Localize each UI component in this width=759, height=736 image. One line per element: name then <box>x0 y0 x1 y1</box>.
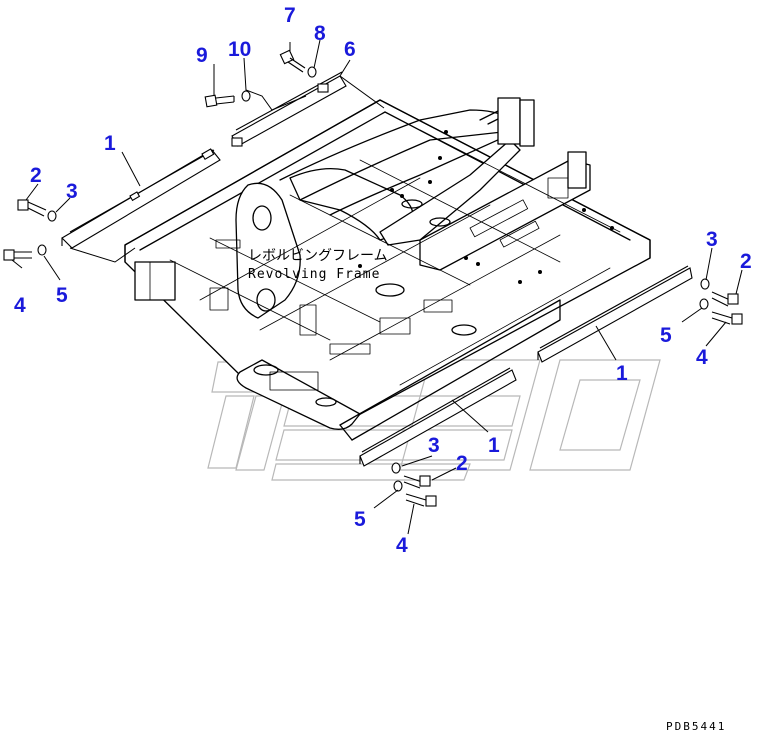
cover-part-6 <box>231 71 347 147</box>
callout-4-left: 4 <box>14 294 26 317</box>
callout-2-right: 2 <box>740 250 752 273</box>
callout-3-left: 3 <box>66 180 78 203</box>
fastener-bolts <box>3 49 743 507</box>
callout-9: 9 <box>196 44 208 67</box>
callout-2-left: 2 <box>30 164 42 187</box>
revolving-frame-drawing <box>124 97 651 441</box>
side-rail-right <box>537 265 693 363</box>
callout-numbers: 7 8 6 9 10 1 2 3 4 5 3 2 5 4 1 3 2 1 5 4 <box>14 4 752 557</box>
callout-1-right: 1 <box>616 362 628 385</box>
callout-6: 6 <box>344 38 356 61</box>
callout-7: 7 <box>284 4 296 27</box>
callout-5-left: 5 <box>56 284 68 307</box>
frame-label-japanese: レボルビングフレーム <box>248 248 388 264</box>
side-rail-left <box>61 148 221 249</box>
callout-5-right: 5 <box>660 324 672 347</box>
callout-1-bottom: 1 <box>488 434 500 457</box>
callout-2-bottom: 2 <box>456 452 468 475</box>
leader-lines <box>11 39 743 535</box>
callout-1-left: 1 <box>104 132 116 155</box>
drawing-code: PDB5441 <box>666 720 726 733</box>
callout-5-bottom: 5 <box>354 508 366 531</box>
callout-8: 8 <box>314 22 326 45</box>
side-rail-bottom <box>359 367 517 467</box>
callout-4-bottom: 4 <box>396 534 408 557</box>
frame-label-english: Revolving Frame <box>248 267 380 282</box>
callout-3-right: 3 <box>706 228 718 251</box>
callout-3-bottom: 3 <box>428 434 440 457</box>
callout-10: 10 <box>228 38 251 61</box>
callout-4-right: 4 <box>696 346 708 369</box>
